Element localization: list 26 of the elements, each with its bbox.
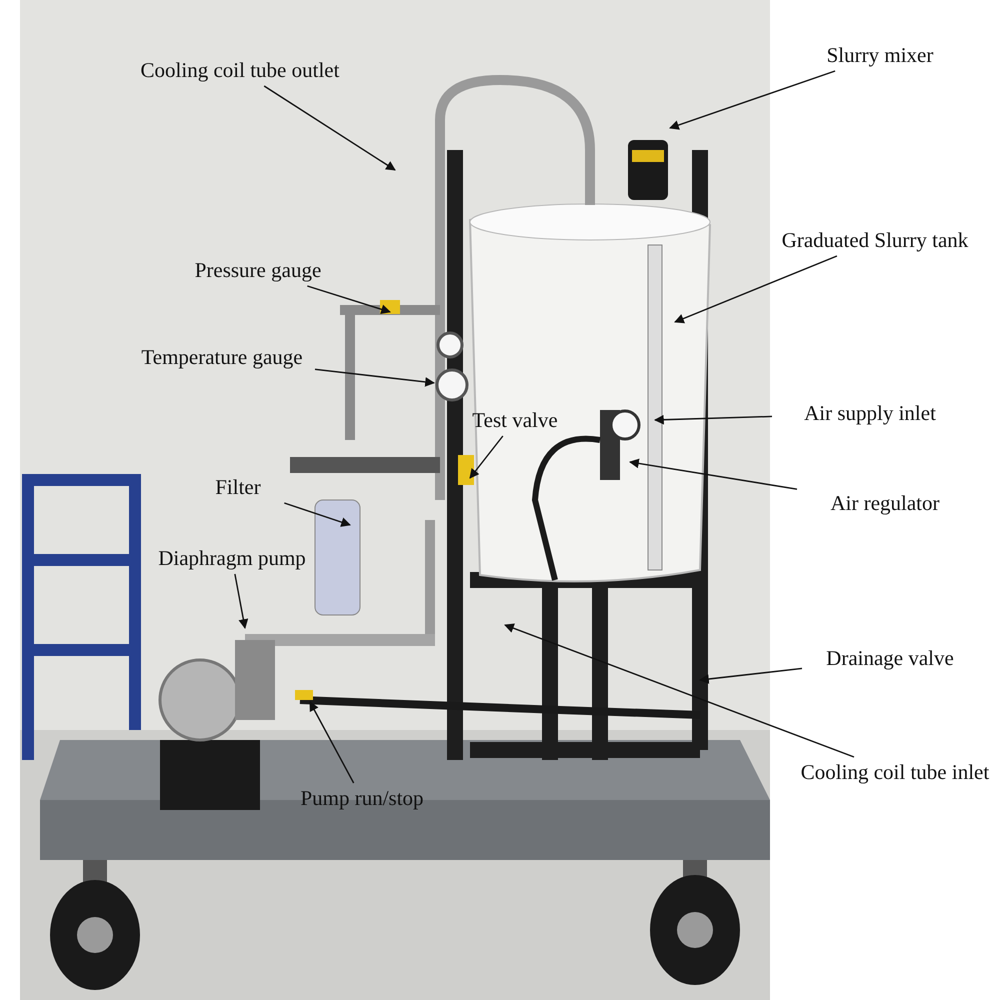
part-label: Cooling coil tube outlet <box>140 58 340 83</box>
leader-arrow <box>629 458 798 490</box>
leader-arrow <box>699 668 802 684</box>
part-label: Slurry mixer <box>790 43 970 68</box>
part-label: Temperature gauge <box>132 345 312 370</box>
leader-arrow <box>504 624 854 758</box>
leader-arrow <box>469 436 504 479</box>
leader-arrow <box>234 574 248 629</box>
part-label: Test valve <box>465 408 565 433</box>
part-label: Cooling coil tube inlet <box>800 760 990 785</box>
leader-arrow <box>669 70 836 130</box>
leader-arrow <box>674 255 838 324</box>
part-label: Graduated Slurry tank <box>775 228 975 253</box>
part-label: Air regulator <box>800 491 970 516</box>
part-label: Filter <box>193 475 283 500</box>
leader-arrow <box>309 701 354 784</box>
leader-arrow <box>307 285 391 314</box>
part-label: Pump run/stop <box>277 786 447 811</box>
leader-arrow <box>314 368 435 387</box>
part-label: Drainage valve <box>805 646 975 671</box>
leader-arrow <box>654 414 772 425</box>
leader-arrow <box>264 85 396 171</box>
part-label: Air supply inlet <box>775 401 965 426</box>
part-label: Diaphragm pump <box>132 546 332 571</box>
part-label: Pressure gauge <box>188 258 328 283</box>
leader-arrow <box>284 502 351 527</box>
